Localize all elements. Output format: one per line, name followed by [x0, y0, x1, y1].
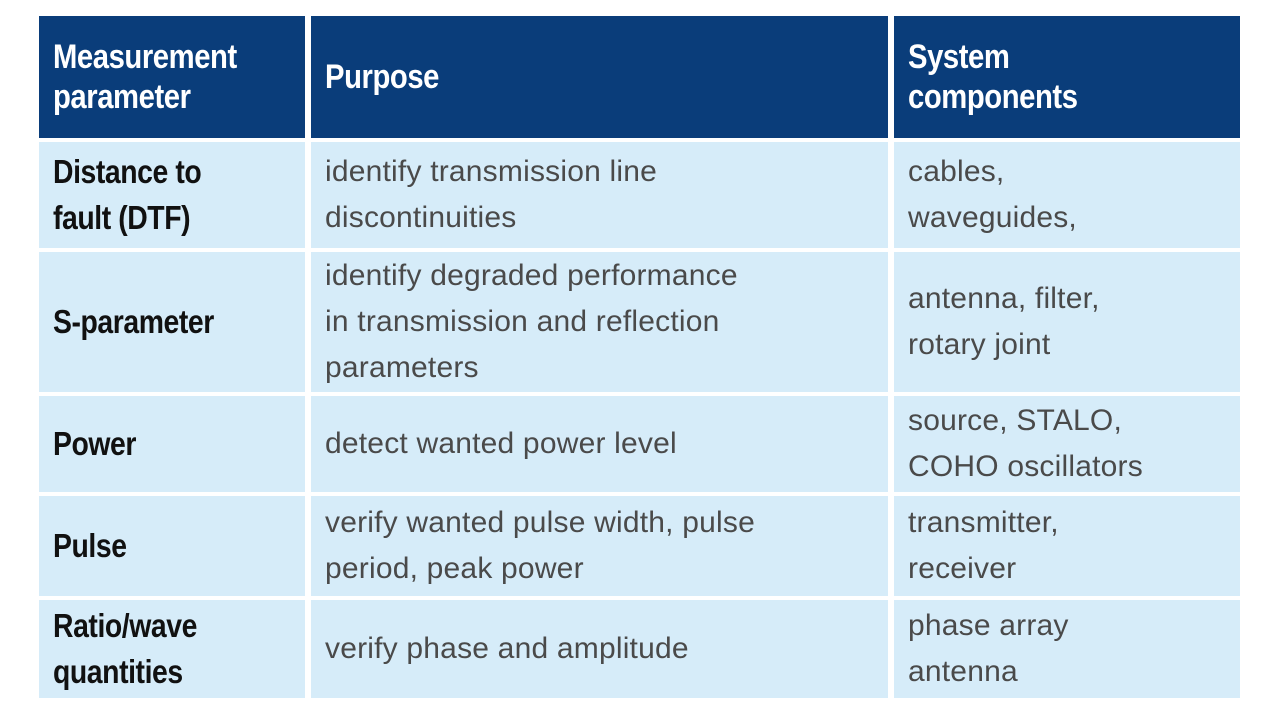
components-cell: antenna, filter, rotary joint	[894, 252, 1240, 392]
components-cell: transmitter, receiver	[894, 496, 1240, 596]
purpose-cell: verify wanted pulse width, pulse period,…	[311, 496, 888, 596]
parameter-label: Pulse	[53, 527, 127, 564]
measurement-table: Measurement parameter Purpose System com…	[39, 16, 1240, 702]
purpose-cell: identify transmission line discontinuiti…	[311, 142, 888, 248]
parameter-label: Power	[53, 425, 137, 462]
parameter-label: Distance to fault (DTF)	[53, 153, 202, 236]
components-cell: cables, waveguides,	[894, 142, 1240, 248]
header-label: System components	[908, 38, 1078, 116]
header-system-components: System components	[894, 16, 1240, 138]
parameter-cell: Ratio/wave quantities	[39, 600, 305, 698]
parameter-label: Ratio/wave quantities	[53, 607, 197, 690]
components-cell: phase array antenna	[894, 600, 1240, 698]
header-label: Purpose	[325, 58, 439, 96]
purpose-cell: identify degraded performance in transmi…	[311, 252, 888, 392]
header-measurement-parameter: Measurement parameter	[39, 16, 305, 138]
purpose-cell: detect wanted power level	[311, 396, 888, 492]
parameter-label: S-parameter	[53, 303, 214, 340]
header-purpose: Purpose	[311, 16, 888, 138]
components-cell: source, STALO, COHO oscillators	[894, 396, 1240, 492]
header-label: Measurement parameter	[53, 38, 237, 116]
parameter-cell: Distance to fault (DTF)	[39, 142, 305, 248]
parameter-cell: Pulse	[39, 496, 305, 596]
purpose-cell: verify phase and amplitude	[311, 600, 888, 698]
parameter-cell: Power	[39, 396, 305, 492]
parameter-cell: S-parameter	[39, 252, 305, 392]
